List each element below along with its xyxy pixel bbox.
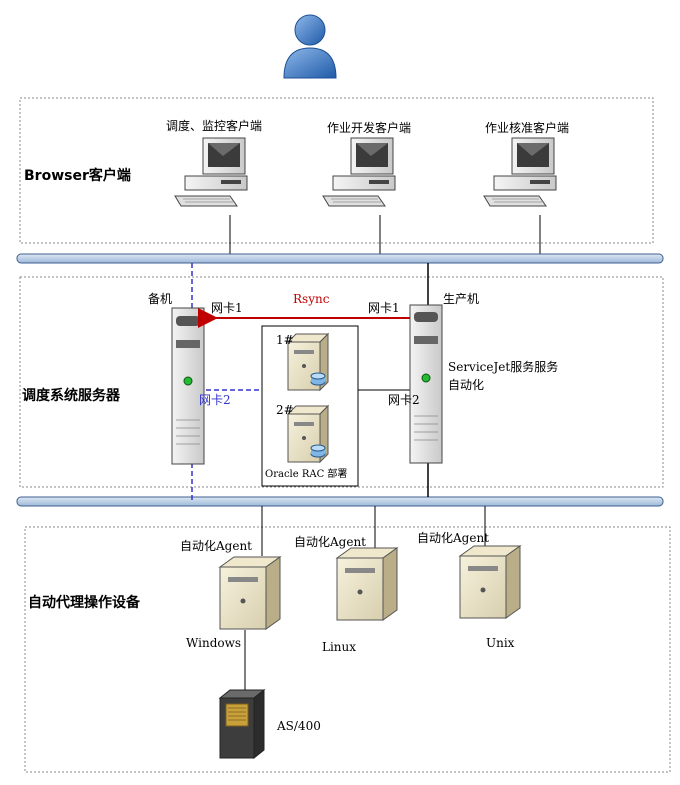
agent-label: 自动化Agent [180,539,252,553]
network-bus-bottom [16,496,664,507]
linux-server-icon [335,547,399,621]
agents-zone [24,526,671,773]
client-pc-icon [483,137,557,207]
client-pc-icon [174,137,248,207]
production-label: 生产机 [443,292,479,306]
nic1-right-label: 网卡1 [368,301,400,315]
rsync-label: Rsync [293,292,330,306]
nic2-left-label: 网卡2 [199,393,231,407]
network-bus-top [16,253,664,264]
database-server-icon [286,332,330,392]
oracle-rac-caption: Oracle RAC 部署 [265,467,347,480]
service-label-line2: 自动化 [448,378,484,392]
db2-label: 2# [276,403,294,417]
nic1-left-label: 网卡1 [211,301,243,315]
production-server-icon [409,304,443,464]
client-label: 调度、监控客户端 [166,118,262,133]
agent-os-label: Windows [186,636,241,650]
db1-label: 1# [276,333,294,347]
browser-zone [19,97,654,244]
as400-server-icon [218,688,266,760]
user-icon [283,14,337,79]
backup-server-icon [171,307,205,465]
client-pc-icon [322,137,396,207]
zone-label-agents: 自动代理操作设备 [28,594,141,611]
agent-label: 自动化Agent [294,535,366,549]
zone-label-browser: Browser客户端 [24,167,131,184]
agent-label: 自动化Agent [417,531,489,545]
as400-label: AS/400 [276,719,321,733]
zone-label-scheduler: 调度系统服务器 [22,387,121,404]
database-server-icon [286,404,330,464]
unix-server-icon [458,545,522,619]
backup-label: 备机 [148,292,172,306]
service-label-line1: ServiceJet服务服务 [448,359,558,374]
agent-os-label: Unix [486,636,515,650]
client-label: 作业核准客户端 [485,120,569,135]
scheduler-zone [19,276,664,488]
agent-os-label: Linux [322,640,356,654]
nic2-right-label: 网卡2 [388,393,420,407]
client-label: 作业开发客户端 [327,120,411,135]
windows-server-icon [218,556,282,630]
